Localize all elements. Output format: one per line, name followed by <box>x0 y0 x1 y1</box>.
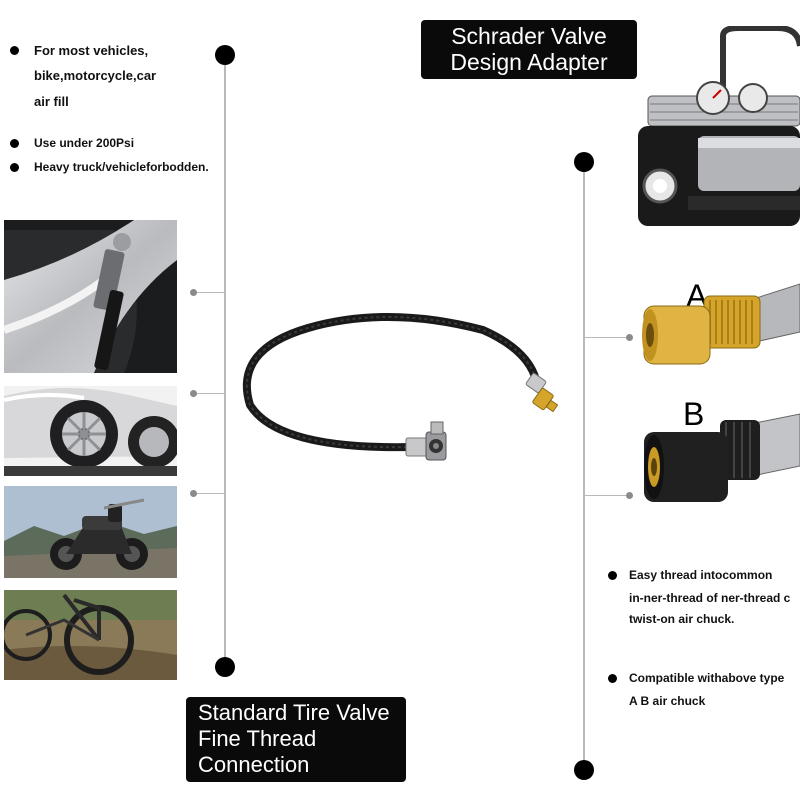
label-letter-a: A <box>686 278 708 314</box>
photo-bicycle <box>4 590 177 680</box>
standard-tire-valve-label-line-3: Connection <box>198 752 310 777</box>
left-tick-dot-1 <box>190 289 197 296</box>
right-connector-line <box>583 165 585 765</box>
left-bullet-2-line-1: Use under 200Psi <box>34 136 135 150</box>
right-tick-dot-b <box>626 492 633 499</box>
right-bullet-1-line-3: twist-on air chuck. <box>629 612 735 626</box>
left-bullet-3-line-1: Heavy truck/vehicleforbodden. <box>34 160 209 174</box>
standard-tire-valve-label-line-1: Standard Tire Valve <box>198 700 390 725</box>
left-bullet-2 <box>10 139 19 148</box>
air-compressor-image <box>628 25 800 236</box>
photo-car-wheel <box>4 386 177 476</box>
standard-tire-valve-label-line-2: Fine Thread <box>198 726 317 751</box>
right-top-dot <box>574 152 594 172</box>
label-letter-b: B <box>683 396 705 432</box>
right-tick-dot-a <box>626 334 633 341</box>
right-bottom-dot <box>574 760 594 780</box>
left-tick-1 <box>196 292 225 293</box>
schrader-valve-label-line-2: Design Adapter <box>450 49 608 75</box>
left-tick-2 <box>196 393 225 394</box>
right-tick-b <box>584 495 628 496</box>
standard-tire-valve-label: Standard Tire Valve Fine Thread Connecti… <box>186 697 406 782</box>
schrader-valve-label-line-1: Schrader Valve <box>451 23 607 49</box>
connector-a-image <box>640 272 800 372</box>
right-bullet-2-line-2: A B air chuck <box>629 694 706 708</box>
left-bullet-1-line-1: For most vehicles, <box>34 43 149 58</box>
right-bullet-1-line-1: Easy thread intocommon <box>629 568 773 582</box>
right-tick-a <box>584 337 628 338</box>
left-bullet-3 <box>10 163 19 172</box>
photo-tire-valve <box>4 220 177 373</box>
left-top-dot <box>215 45 235 65</box>
left-bullet-1 <box>10 46 19 55</box>
connector-b-image <box>640 410 800 510</box>
right-bullet-2 <box>608 674 617 683</box>
left-bullet-1-line-2: bike,motorcycle,car <box>34 68 157 83</box>
left-tick-3 <box>196 493 225 494</box>
hose-adapter-image <box>238 310 568 480</box>
left-tick-dot-3 <box>190 490 197 497</box>
left-bottom-dot <box>215 657 235 677</box>
left-bullet-1-line-3: air fill <box>34 94 69 109</box>
left-tick-dot-2 <box>190 390 197 397</box>
photo-motorcycle <box>4 486 177 578</box>
right-bullet-2-line-1: Compatible withabove type <box>629 671 785 685</box>
right-bullet-1-line-2: in-ner-thread of ner-thread c <box>629 591 791 605</box>
left-connector-line <box>224 56 226 668</box>
right-bullet-1 <box>608 571 617 580</box>
schrader-valve-label: Schrader Valve Design Adapter <box>421 20 637 79</box>
